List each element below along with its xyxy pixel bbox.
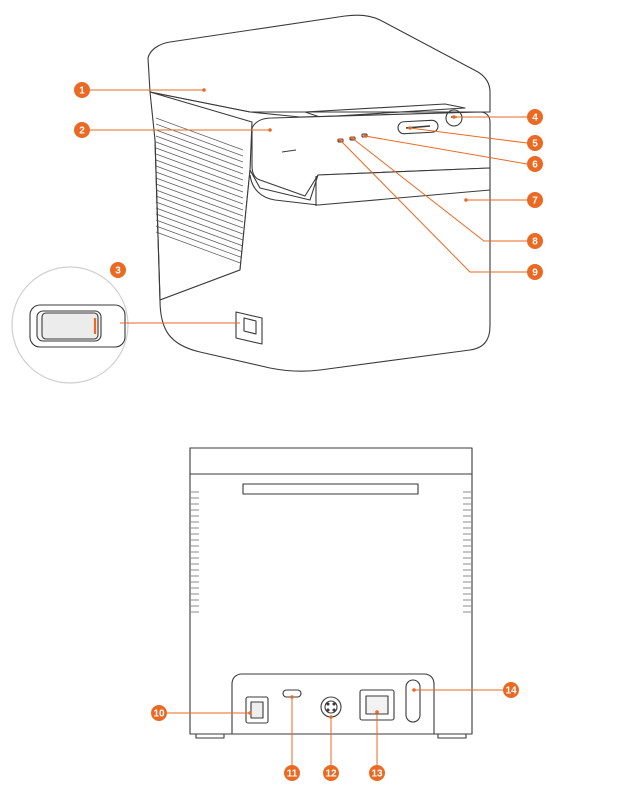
rear-handle-recess xyxy=(242,483,419,495)
callout-3: 3 xyxy=(110,262,126,278)
svg-text:14: 14 xyxy=(505,686,517,697)
control-panel xyxy=(251,111,491,197)
leader-lines xyxy=(90,89,528,765)
svg-text:4: 4 xyxy=(532,113,538,124)
svg-text:13: 13 xyxy=(371,769,383,780)
svg-text:10: 10 xyxy=(153,709,165,720)
callout-7: 7 xyxy=(527,192,543,208)
cash-drawer-port xyxy=(245,696,269,724)
callout-8: 8 xyxy=(527,233,543,249)
rear-right-vents xyxy=(463,491,471,613)
callout-13: 13 xyxy=(369,765,385,781)
callout-4: 4 xyxy=(527,109,543,125)
leader-dots xyxy=(202,88,468,719)
lid-open-button xyxy=(281,149,297,153)
body-top-edge xyxy=(249,174,491,206)
leader-5 xyxy=(409,127,528,144)
rear-port-panel xyxy=(231,673,435,734)
side-vents xyxy=(155,117,244,265)
callout-1: 1 xyxy=(74,82,90,98)
callout-6: 6 xyxy=(527,156,543,172)
lid-top xyxy=(147,14,491,113)
feed-button xyxy=(397,119,439,135)
callout-9: 9 xyxy=(527,264,543,280)
leader-6 xyxy=(364,135,528,165)
callout-2: 2 xyxy=(74,122,90,138)
cable-hook xyxy=(405,679,421,723)
leader-9 xyxy=(339,139,527,273)
svg-text:12: 12 xyxy=(325,769,337,780)
power-button xyxy=(445,109,463,127)
svg-text:1: 1 xyxy=(79,86,85,97)
svg-text:3: 3 xyxy=(115,266,121,277)
power-switch-magnified xyxy=(11,266,129,384)
printer-rear-view xyxy=(189,447,473,739)
leader-8 xyxy=(351,137,527,242)
callout-10: 10 xyxy=(151,705,167,721)
callout-11: 11 xyxy=(284,765,300,781)
rear-housing xyxy=(189,447,473,735)
svg-text:9: 9 xyxy=(532,268,538,279)
feet-left xyxy=(195,733,225,739)
rear-left-vents xyxy=(191,491,199,613)
callout-5: 5 xyxy=(527,135,543,151)
paper-exit-slot xyxy=(304,103,466,118)
svg-text:5: 5 xyxy=(532,139,538,150)
svg-text:8: 8 xyxy=(532,237,538,248)
svg-text:7: 7 xyxy=(532,196,538,207)
svg-text:11: 11 xyxy=(287,769,298,780)
power-switch-rocker xyxy=(243,317,257,335)
printer-front-view xyxy=(147,14,491,372)
feet-right xyxy=(437,733,467,739)
callout-12: 12 xyxy=(323,765,339,781)
power-switch-housing xyxy=(235,311,263,345)
callout-14: 14 xyxy=(503,682,519,698)
callout-badges: 1 2 3 4 5 6 7 8 9 10 11 12 13 14 xyxy=(74,82,543,781)
svg-text:2: 2 xyxy=(79,126,85,137)
svg-text:6: 6 xyxy=(532,160,538,171)
